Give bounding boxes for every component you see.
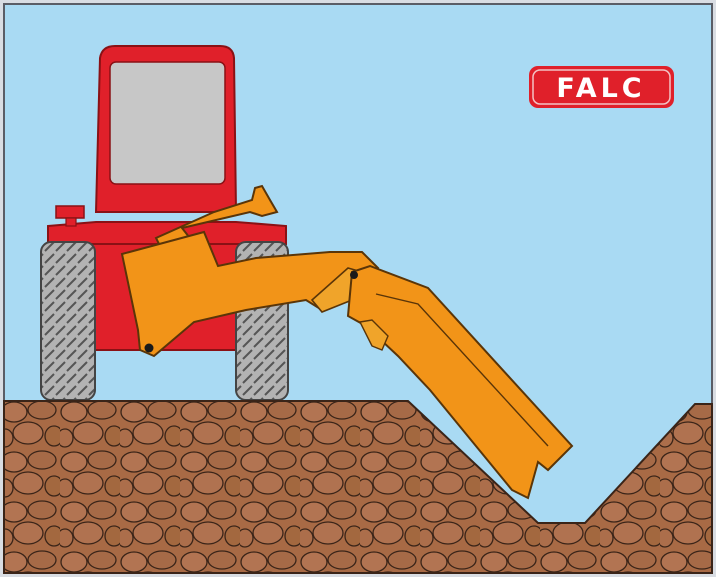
arm-pivot-upper — [350, 271, 358, 279]
tractor-side-light — [56, 206, 84, 218]
tractor-left-tire — [41, 242, 95, 400]
logo-text: FALC — [556, 73, 645, 104]
tractor-window — [110, 62, 225, 184]
tractor-light-stem — [66, 218, 76, 226]
arm-pivot-lower — [145, 344, 154, 353]
falc-logo: FALC — [529, 66, 674, 108]
